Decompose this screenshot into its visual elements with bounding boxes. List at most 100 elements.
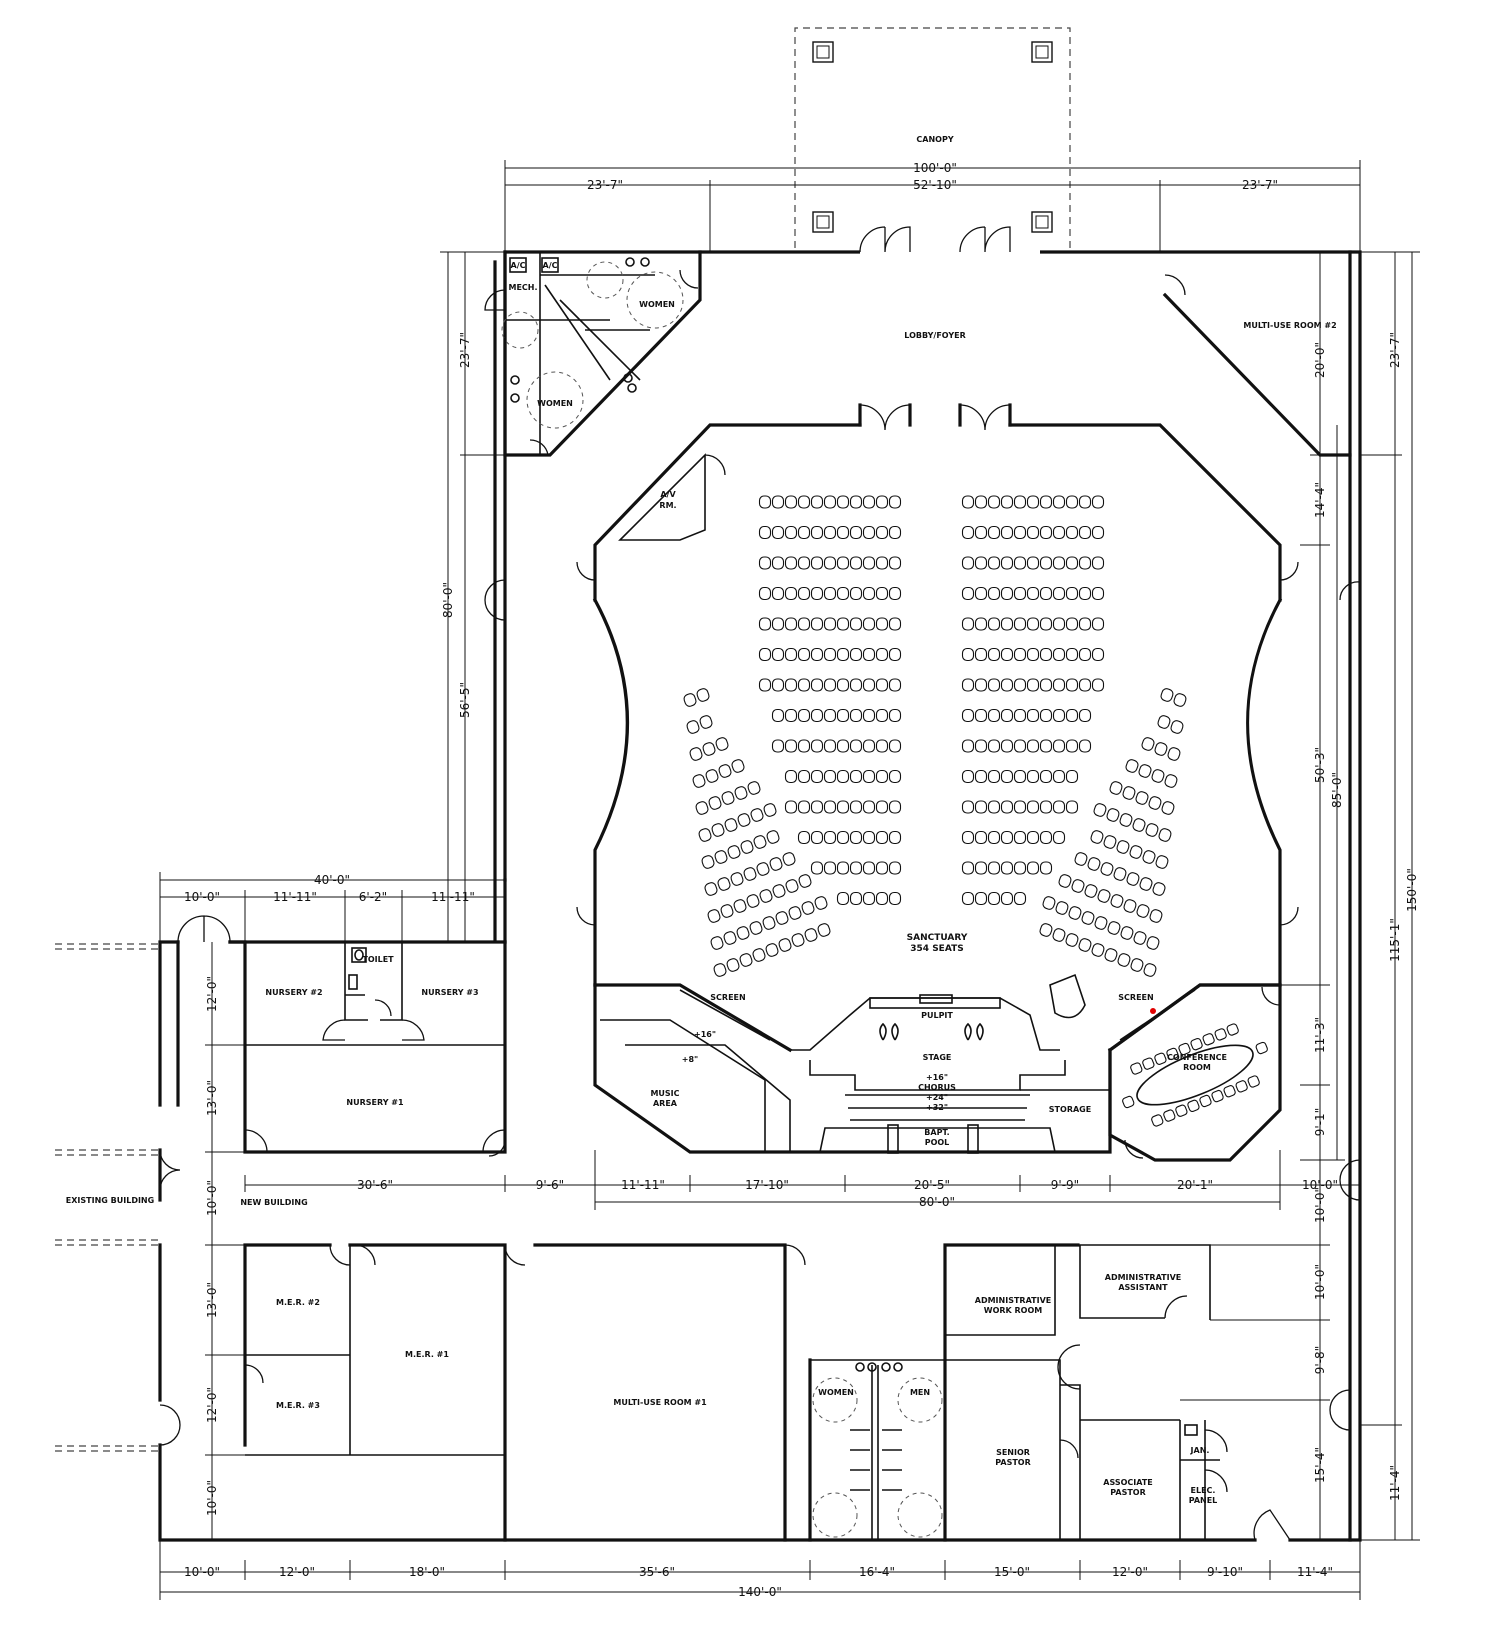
dim-mid-9a: 9'-6": [536, 1178, 564, 1192]
seat: [888, 495, 902, 509]
seat: [810, 678, 824, 692]
seat: [1132, 818, 1146, 832]
seat: [797, 495, 811, 509]
seat: [1052, 678, 1066, 692]
seat: [987, 739, 1001, 753]
seat: [1148, 796, 1162, 810]
seat: [746, 894, 760, 908]
seat: [1078, 556, 1092, 570]
dim-r-14: 14'-4": [1313, 482, 1327, 518]
seat: [1113, 867, 1127, 881]
dim-mid-9b: 9'-9": [1051, 1178, 1079, 1192]
seat: [749, 921, 763, 935]
seat: [1139, 877, 1153, 891]
seat: [1000, 739, 1014, 753]
dim-b-16: 16'-4": [859, 1565, 895, 1579]
seat: [1000, 861, 1014, 875]
seat: [784, 708, 798, 723]
seat: [689, 747, 703, 761]
seat: [862, 891, 876, 906]
seat: [797, 739, 811, 753]
seat: [823, 647, 837, 662]
seat: [784, 556, 798, 570]
ac-label-2: A/C: [543, 261, 558, 270]
seat: [823, 678, 837, 692]
seat: [1013, 769, 1027, 784]
dim-lv-10b: 10'-0": [205, 1480, 219, 1516]
seat: [849, 769, 863, 784]
seat: [974, 739, 988, 753]
dim-r-11b: 11'-4": [1388, 1465, 1402, 1501]
seat: [1052, 586, 1066, 601]
seat: [888, 708, 902, 723]
seat: [849, 556, 863, 570]
seat: [717, 877, 731, 891]
seat: [1000, 556, 1014, 570]
seat: [810, 556, 824, 570]
admin-work-label-2: WORK ROOM: [984, 1306, 1043, 1315]
seat: [987, 830, 1001, 845]
seat: [1039, 739, 1053, 753]
seat: [698, 828, 712, 842]
seat: [1013, 739, 1027, 753]
dim-r-85: 85'-0": [1330, 772, 1344, 808]
seat: [1013, 891, 1027, 906]
seat: [836, 678, 850, 692]
seat: [1138, 764, 1152, 778]
seat: [1000, 678, 1014, 692]
seat: [692, 774, 706, 788]
seat: [785, 879, 799, 893]
seat: [1149, 909, 1163, 923]
seat: [731, 759, 745, 773]
dim-top-left: 23'-7": [587, 178, 623, 192]
senior-pastor-label-2: PASTOR: [995, 1458, 1031, 1467]
seat: [1039, 861, 1053, 875]
seat: [730, 872, 744, 886]
seat: [1158, 828, 1172, 842]
seat: [1026, 495, 1040, 509]
seat: [1039, 495, 1053, 509]
seat: [862, 678, 876, 692]
seat: [961, 891, 975, 906]
seat: [1026, 617, 1040, 631]
seat: [1013, 800, 1027, 814]
seat: [753, 835, 767, 849]
admin-asst-label-1: ADMINISTRATIVE: [1105, 1273, 1181, 1282]
seat: [1026, 525, 1040, 540]
seat: [1052, 617, 1066, 631]
women-label-b: WOMEN: [537, 399, 573, 408]
men-label: MEN: [910, 1388, 930, 1397]
dim-r-20: 20'-0": [1313, 342, 1327, 378]
seat: [1146, 936, 1160, 950]
seat: [797, 830, 811, 845]
seat: [888, 586, 902, 601]
storage-room: STORAGE: [1020, 1089, 1110, 1114]
seat: [1039, 556, 1053, 570]
elec-label-2: PANEL: [1189, 1496, 1218, 1505]
dim-left-23: 23'-7": [458, 332, 472, 368]
seat: [823, 495, 837, 509]
associate-pastor-label-1: ASSOCIATE: [1103, 1478, 1153, 1487]
dim-r-9: 9'-1": [1313, 1108, 1327, 1136]
conference-chair: [1122, 1095, 1135, 1109]
seat: [1094, 916, 1108, 930]
dim-r-15: 15'-4": [1313, 1447, 1327, 1483]
seat: [775, 911, 789, 925]
seat: [1065, 678, 1079, 692]
seat: [823, 861, 837, 875]
conference-chair: [1178, 1042, 1191, 1056]
seat: [1039, 769, 1053, 784]
seat: [1103, 835, 1117, 849]
conference-room: CONFERENCE ROOM: [1108, 983, 1282, 1162]
seat: [771, 586, 785, 601]
seat: [737, 813, 751, 827]
seat: [1136, 904, 1150, 918]
seat: [758, 525, 772, 540]
conference-chair: [1130, 1062, 1143, 1075]
nursery-1-label: NURSERY #1: [346, 1098, 404, 1107]
screen-right-label: SCREEN: [1118, 993, 1153, 1002]
seat: [862, 830, 876, 845]
seat: [699, 715, 713, 729]
dim-r-10b: 10'-0": [1313, 1264, 1327, 1300]
dim-lv-13: 13'-0": [205, 1080, 219, 1116]
